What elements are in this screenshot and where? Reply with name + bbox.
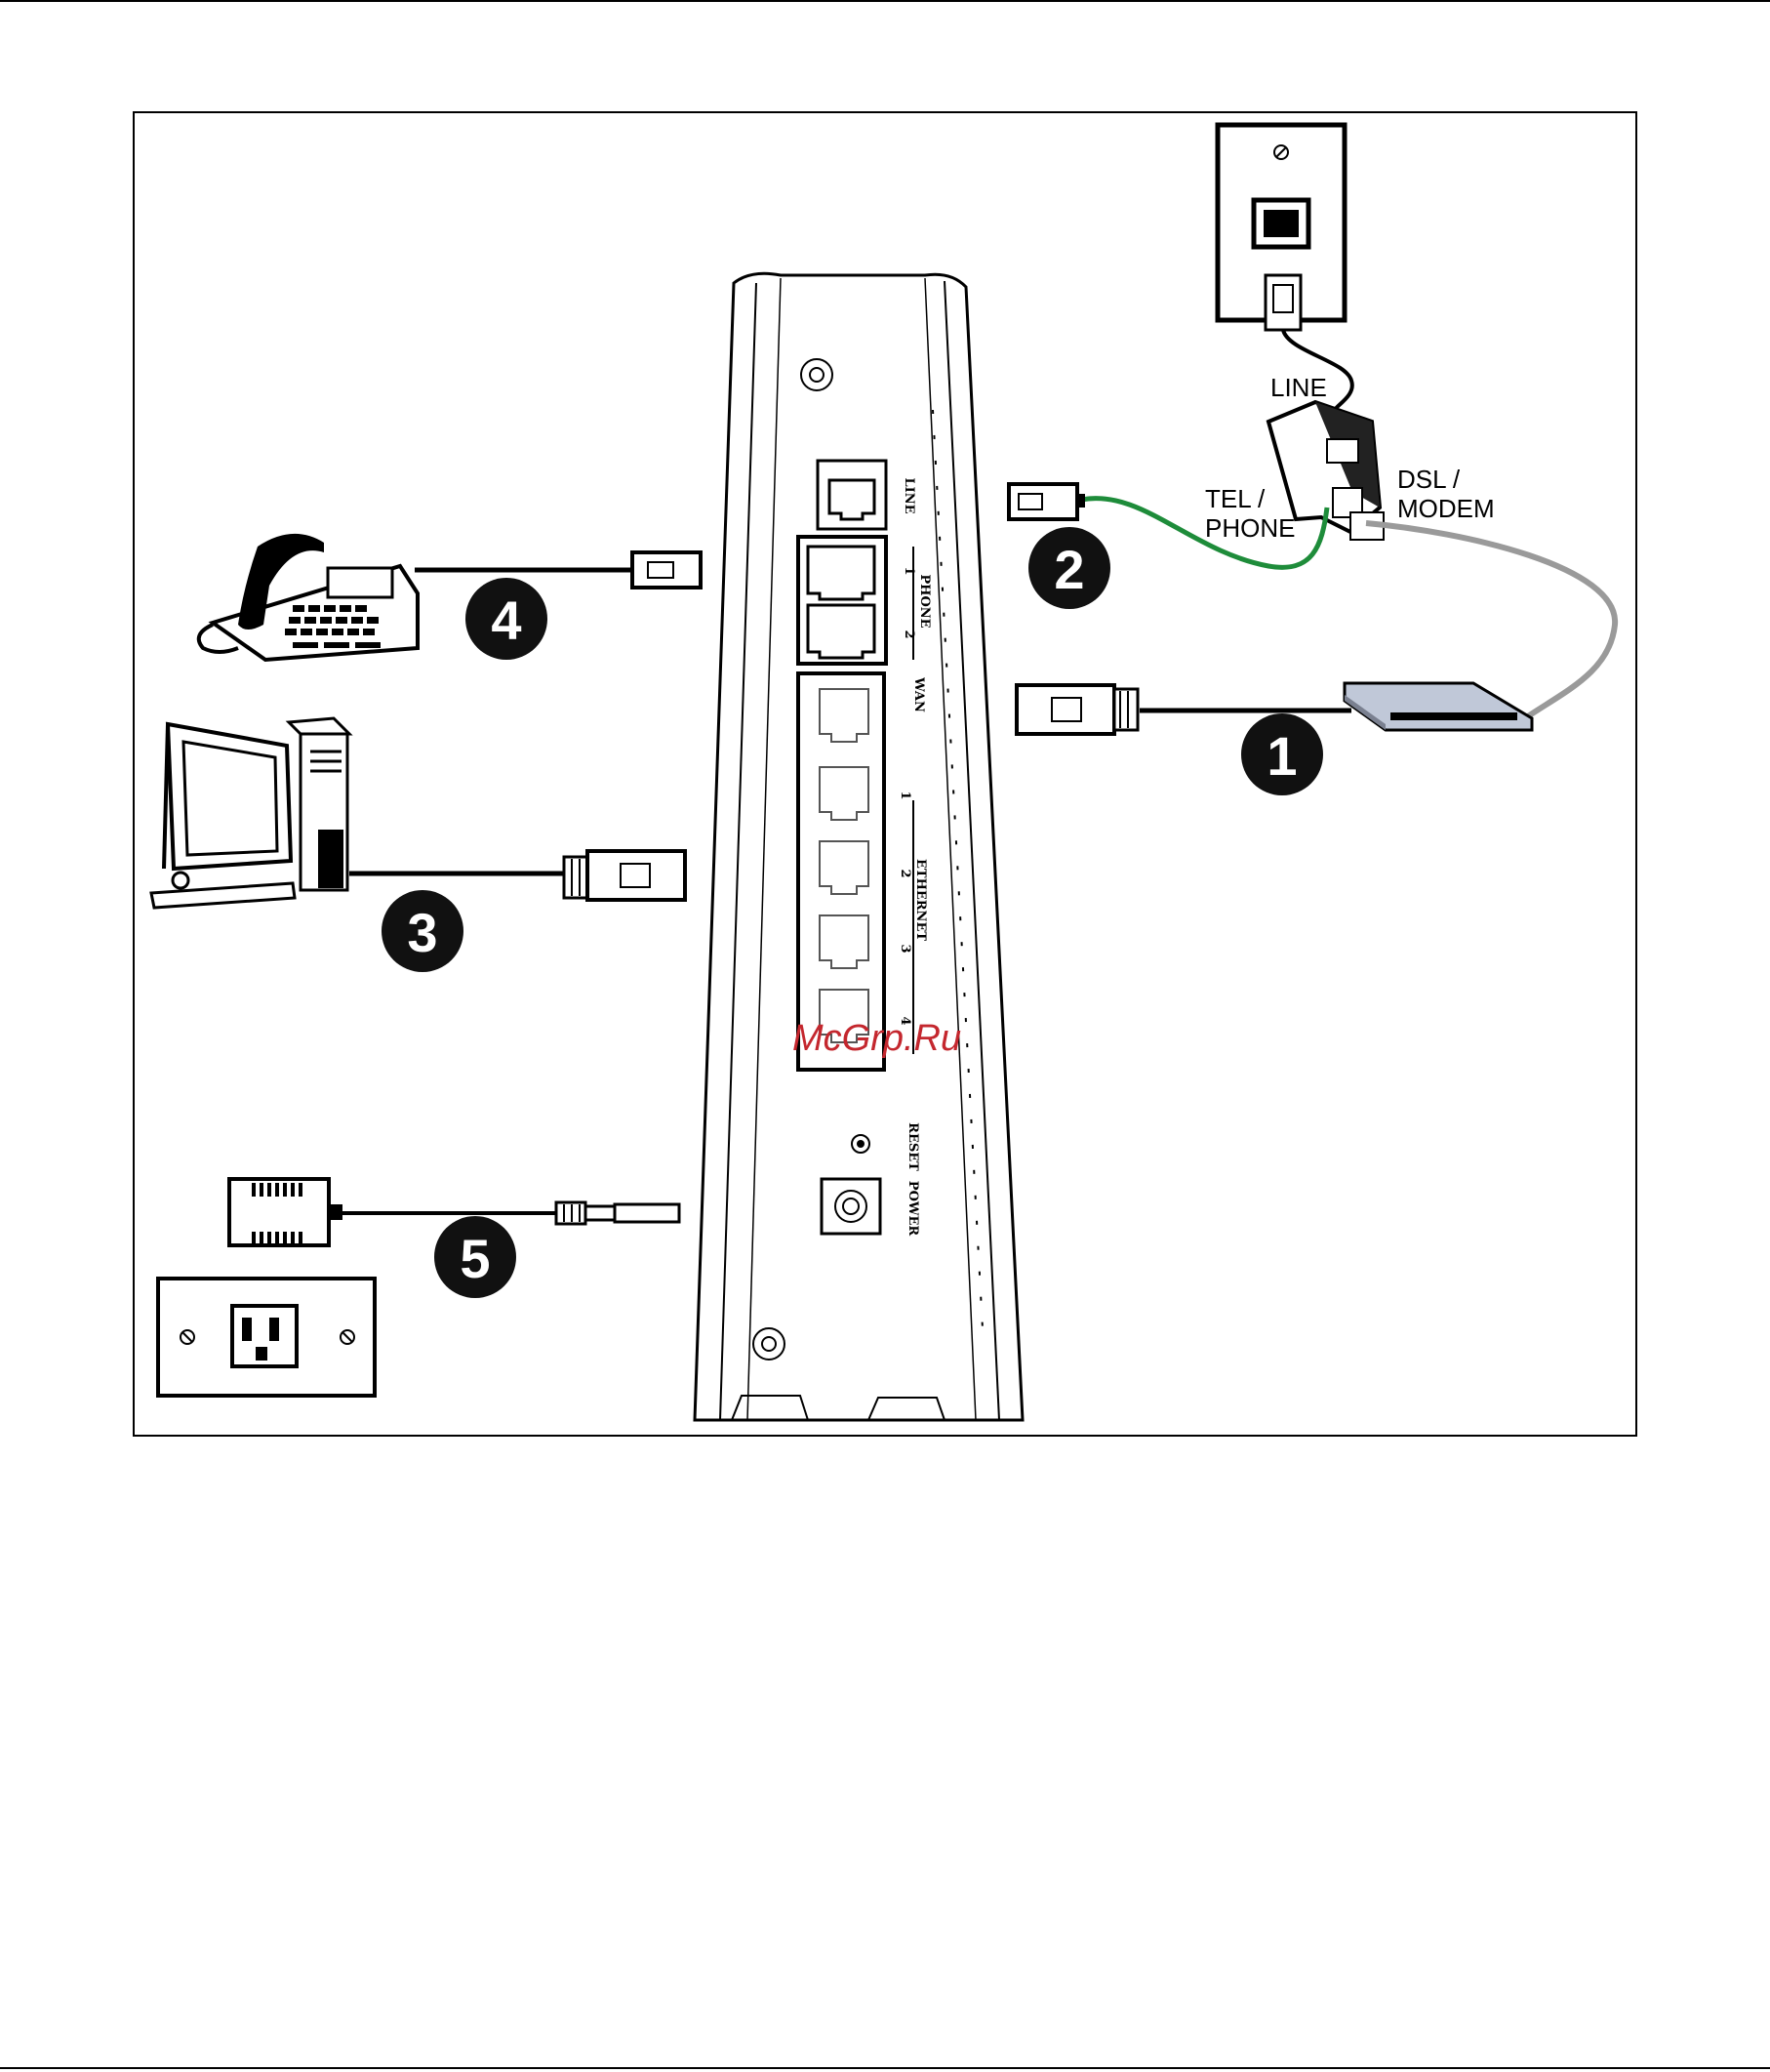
computer-icon (151, 718, 349, 908)
line-port[interactable] (818, 461, 886, 529)
port-label-wan: WAN (911, 676, 926, 712)
step-2-marker: 2 (1028, 527, 1110, 609)
splitter-line-label: LINE (1270, 373, 1327, 402)
phone-plug-icon (1009, 484, 1085, 519)
power-plug-icon (556, 1202, 679, 1224)
phone-plug-step4-icon (632, 552, 701, 588)
wall-jack-icon (1218, 125, 1345, 330)
splitter-dsl-label-2: MODEM (1397, 494, 1495, 523)
splitter-tel-label-1: TEL / (1205, 484, 1266, 513)
splitter-dsl-label-1: DSL / (1397, 465, 1461, 494)
port-label-eth-3: 3 (898, 944, 912, 953)
wall-outlet-icon (158, 1279, 375, 1396)
step-4-number: 4 (491, 589, 521, 651)
ethernet-plug-wan-icon (1017, 685, 1138, 734)
port-label-line: LINE (902, 477, 916, 513)
step-1-number: 1 (1267, 725, 1297, 787)
port-label-ethernet: ETHERNET (913, 859, 928, 941)
step-5-number: 5 (460, 1228, 490, 1289)
phone-ports[interactable] (798, 537, 886, 664)
power-adapter-icon (229, 1179, 342, 1245)
step-4-marker: 4 (465, 578, 547, 660)
port-label-power: POWER (905, 1181, 920, 1237)
splitter-tel-label-2: PHONE (1205, 513, 1295, 543)
port-label-eth-1: 1 (898, 791, 912, 799)
port-label-reset: RESET (905, 1122, 920, 1171)
step-3-marker: 3 (382, 890, 463, 972)
step-5-marker: 5 (434, 1216, 516, 1298)
power-jack[interactable] (822, 1179, 880, 1234)
reset-button[interactable] (852, 1135, 869, 1153)
watermark: McGrp.Ru (792, 1018, 961, 1059)
port-label-phone: PHONE (917, 574, 932, 628)
port-label-eth-2: 2 (898, 869, 912, 877)
ethernet-plug-lan-icon (564, 851, 685, 900)
telephone-icon (199, 534, 418, 660)
step-2-number: 2 (1054, 539, 1084, 600)
step-3-number: 3 (407, 902, 437, 963)
dsl-modem-icon (1345, 683, 1532, 730)
ethernet-ports[interactable] (798, 673, 884, 1070)
step-1-marker: 1 (1241, 713, 1323, 795)
